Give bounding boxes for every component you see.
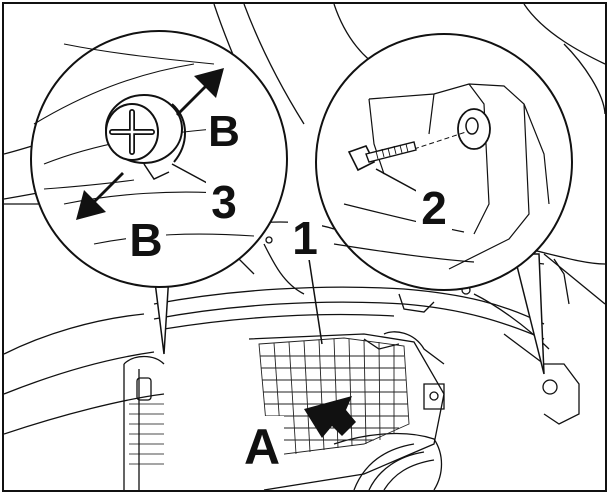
background-structure (4, 4, 605, 490)
label-1: 1 (292, 212, 318, 264)
bolt-axis-dashed (413, 131, 467, 150)
detail-circle-right (315, 33, 573, 375)
label-3: 3 (211, 176, 237, 228)
label-b-upper: B (208, 107, 240, 156)
label-2: 2 (421, 182, 447, 234)
label-3-box: 3 (206, 174, 242, 228)
label-b-lower: B (129, 214, 162, 266)
label-b-lower-box: B (126, 212, 166, 266)
label-a: A (244, 419, 280, 475)
label-a-box: A (240, 416, 284, 475)
screw-cross-head-icon (105, 94, 186, 180)
label-b-upper-box: B (206, 107, 242, 156)
bolt-icon (347, 141, 417, 172)
leader-1 (308, 258, 323, 345)
arrow-b-lower (76, 172, 124, 220)
diagram-frame: B 3 B 2 1 A (2, 2, 607, 492)
label-2-box: 2 (416, 180, 452, 234)
label-1-box: 1 (288, 210, 322, 264)
arrow-a-icon (304, 396, 356, 438)
grommet-icon (457, 108, 491, 150)
leader-2 (375, 168, 423, 195)
arrow-b-upper (176, 68, 224, 116)
detail-circle-left (30, 30, 288, 355)
diagram-canvas: B 3 B 2 1 A (4, 4, 605, 490)
leader-3 (171, 163, 210, 185)
